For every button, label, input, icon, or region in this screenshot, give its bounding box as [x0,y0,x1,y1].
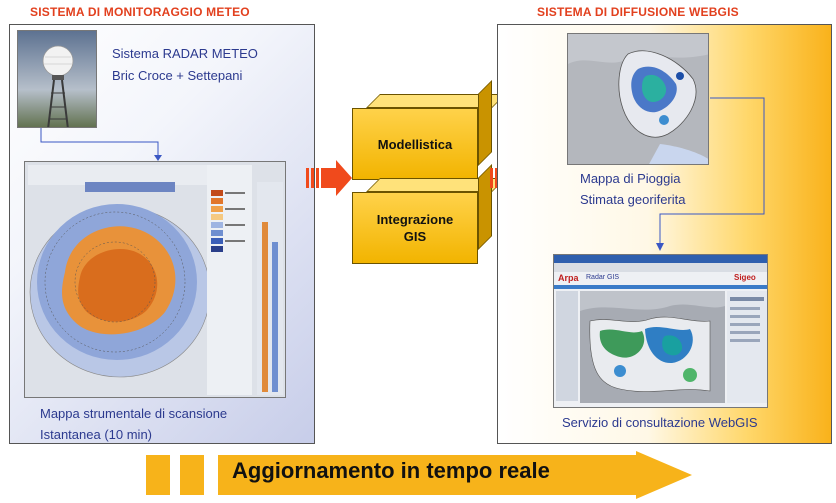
rain-map-caption-1: Mappa di Pioggia [580,171,681,186]
radar-map-caption-1: Mappa strumentale di scansione [40,406,228,421]
radar-tower-photo [17,30,97,128]
webgis-screenshot: Arpa Radar GIS Sigeo [553,254,768,408]
radar-system-sites: Bric Croce + Settepani [112,68,243,83]
modellistica-box: Modellistica [352,80,506,180]
integrazione-gis-box: Integrazione GIS [352,164,506,264]
left-section-title: SISTEMA DI MONITORAGGIO METEO [30,5,250,19]
radar-map-caption-2: Istantanea (10 min) [40,427,153,442]
left-flow-arrow [306,160,352,196]
rain-estimate-map [567,33,709,165]
integrazione-label: Integrazione [376,212,454,227]
gis-label: GIS [403,229,427,244]
realtime-update-label: Aggiornamento in tempo reale [232,458,550,483]
webgis-brand: Sigeo [734,273,756,282]
right-section-title: SISTEMA DI DIFFUSIONE WEBGIS [537,5,739,19]
photo-to-map-connector [40,128,162,161]
modellistica-label: Modellistica [377,136,453,152]
rain-map-caption-2: Stimata georiferita [580,192,686,207]
radar-system-name: Sistema RADAR METEO [112,46,258,61]
bottom-realtime-arrow [146,451,692,499]
webgis-title: Radar GIS [586,274,620,281]
webgis-logo: Arpa [558,273,579,283]
webgis-caption: Servizio di consultazione WebGIS [562,415,758,430]
radar-scan-map [24,161,286,398]
map-to-webgis-connector [656,97,765,251]
